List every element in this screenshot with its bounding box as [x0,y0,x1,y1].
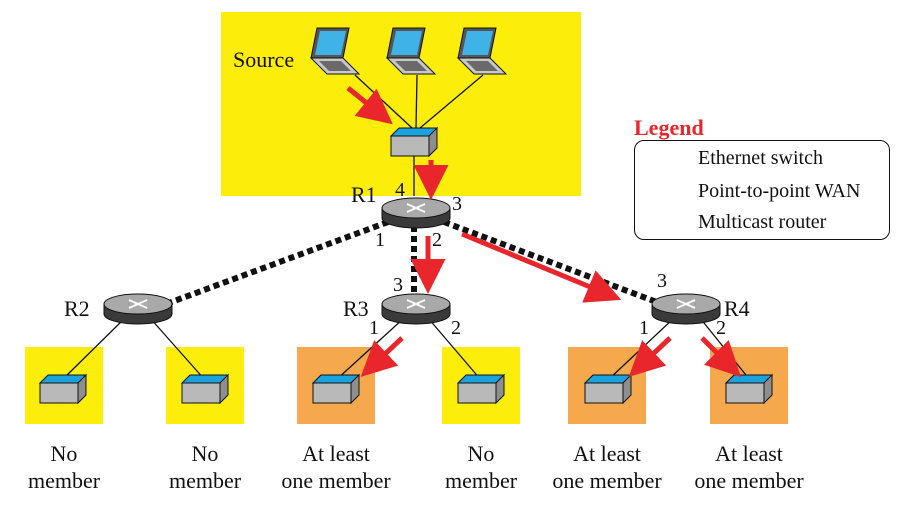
lan-switch-icon-1 [39,374,87,404]
lan-caption-3-line1: At least [302,441,370,466]
lan-caption-4-line2: member [444,468,518,493]
lan-caption-4-line1: No [467,441,495,466]
legend-title: Legend [634,115,704,140]
router-r1-label: R1 [351,182,377,207]
lan-caption-1: No member [0,440,149,494]
lan-caption-6-line1: At least [715,441,783,466]
link-r2-lan2 [149,317,206,381]
r4-port-3: 3 [657,270,667,292]
legend-item-ethernet-switch: Ethernet switch [698,147,823,169]
lan-caption-5-line2: one member [552,468,662,493]
r3-port-1: 1 [369,317,379,339]
arrow-r4-lan6 [700,336,742,378]
lan-switch-icon-3 [312,374,360,404]
arrow-r4-lan5 [628,336,672,377]
link-r3-lan4 [427,317,482,381]
source-label: Source [233,47,295,72]
lan-caption-6-line2: one member [694,468,804,493]
router-r4-icon [651,293,721,325]
lan-caption-1-line1: No [50,441,78,466]
router-r1-icon [381,197,451,229]
link-laptop2 [415,74,418,129]
wan-r1-r2 [164,219,390,307]
arrow-source-switch [346,86,393,125]
r1-port-4: 4 [395,179,405,201]
lan-caption-3: At least one member [251,440,421,494]
arrow-r3-lan3 [360,336,404,377]
source-switch-icon [390,127,438,157]
r4-port-2: 2 [716,317,726,339]
r1-port-2: 2 [432,229,442,251]
router-r3-icon [381,293,451,325]
router-r4-label: R4 [724,296,750,321]
lan-caption-2: No member [120,440,290,494]
router-r3-label: R3 [343,296,369,321]
lan-switch-icon-4 [457,374,505,404]
router-r2-icon [103,293,173,325]
router-r2-label: R2 [64,296,90,321]
lan-switch-icon-2 [181,374,229,404]
lan-caption-2-line1: No [191,441,219,466]
lan-caption-5: At least one member [522,440,692,494]
arrow-r1-r4 [461,231,622,303]
link-laptop3 [419,74,484,129]
lan-switch-icon-5 [584,374,632,404]
lan-caption-3-line2: one member [281,468,391,493]
wan-r1-r4 [442,219,664,307]
legend-item-point-to-point-wan: Point-to-point WAN [698,180,861,202]
lan-caption-2-line2: member [168,468,242,493]
lan-caption-6: At least one member [664,440,834,494]
lan-switch-icon-6 [725,374,773,404]
r3-port-3: 3 [393,274,403,296]
legend-item-multicast-router: Multicast router [698,211,827,233]
r3-port-2: 2 [451,317,461,339]
r4-port-1: 1 [639,317,649,339]
lan-caption-1-line2: member [27,468,101,493]
lan-caption-5-line1: At least [573,441,641,466]
lan-caption-4: No member [396,440,566,494]
legend-box [634,140,890,240]
r1-port-3: 3 [452,193,462,215]
r1-port-1: 1 [375,229,385,251]
link-r2-lan1 [61,317,126,381]
